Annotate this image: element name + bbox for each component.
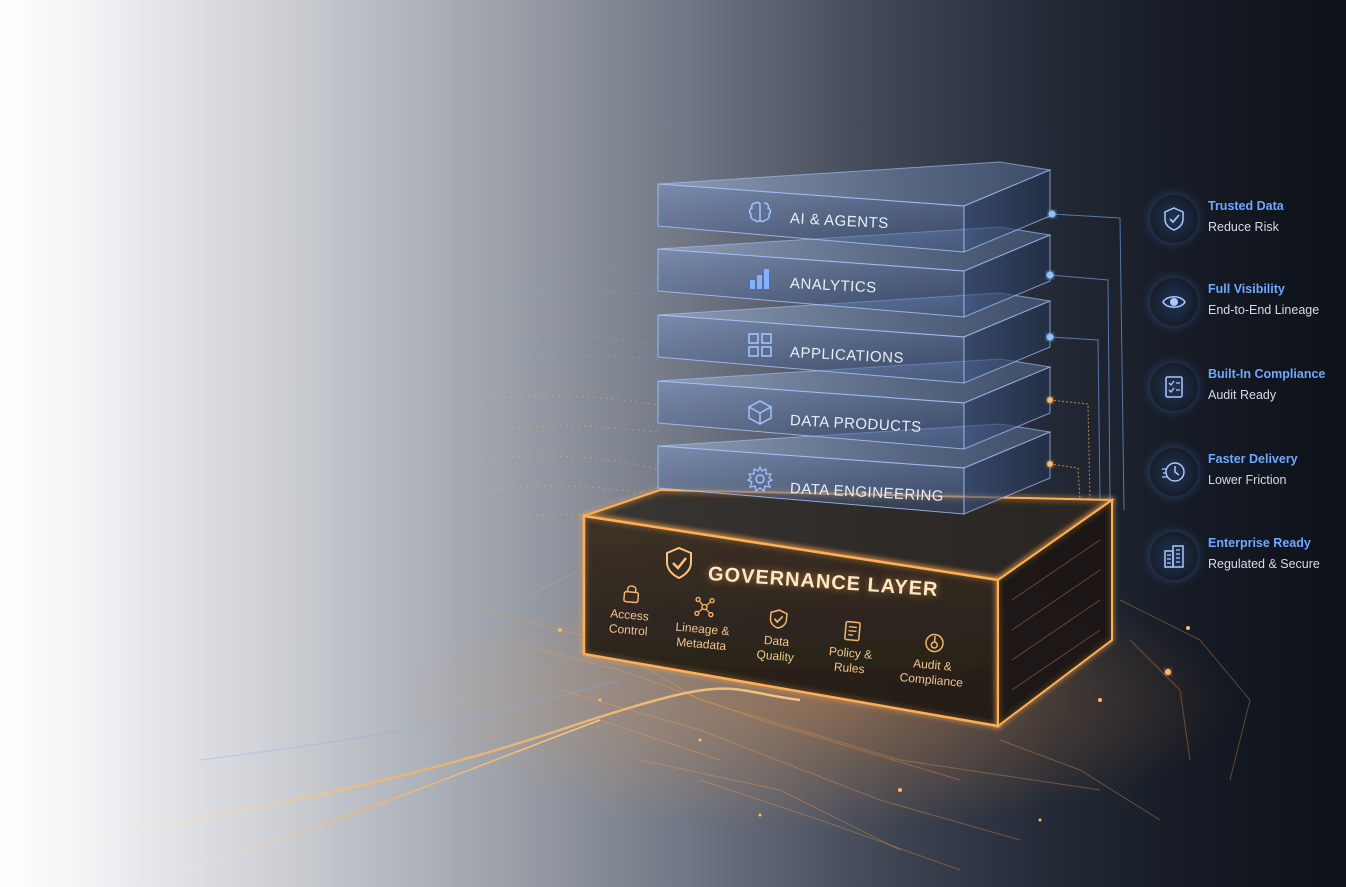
benefit-subtitle: Lower Friction [1208, 473, 1287, 487]
grid-icon [746, 331, 774, 359]
stack-slabs [657, 161, 1052, 515]
benefit-title: Faster Delivery [1208, 452, 1298, 466]
stack-slab [657, 161, 1052, 253]
benefit-subtitle: End-to-End Lineage [1208, 303, 1320, 317]
audit-icon [923, 631, 947, 655]
benefit-title: Full Visibility [1208, 282, 1285, 296]
checklist-icon [1150, 363, 1198, 411]
gear-icon [746, 465, 774, 493]
building-icon [1150, 532, 1198, 580]
governance-item: Lineage &Metadata [656, 592, 751, 656]
clock-icon [1150, 448, 1198, 496]
cube-icon [746, 398, 774, 426]
document-icon [841, 619, 865, 643]
network-icon [693, 595, 717, 619]
bar-chart-icon [746, 264, 774, 292]
stack-slab [657, 358, 1052, 450]
governance-item: Policy &Rules [804, 616, 899, 680]
lock-icon [620, 581, 644, 605]
benefit-title: Enterprise Ready [1208, 536, 1311, 550]
benefit-title: Built-In Compliance [1208, 367, 1326, 381]
shield-check-icon [1150, 195, 1198, 243]
brain-icon [746, 198, 774, 226]
eye-icon [1150, 278, 1198, 326]
governance-item: Audit &Compliance [886, 628, 981, 692]
benefit-subtitle: Audit Ready [1208, 388, 1277, 402]
badge-check-icon [767, 607, 791, 631]
shield-check-icon [666, 546, 692, 580]
governance-layer-block [582, 488, 1116, 729]
benefit-title: Trusted Data [1208, 199, 1284, 213]
benefit-subtitle: Regulated & Secure [1208, 557, 1320, 571]
benefit-subtitle: Reduce Risk [1208, 220, 1279, 234]
